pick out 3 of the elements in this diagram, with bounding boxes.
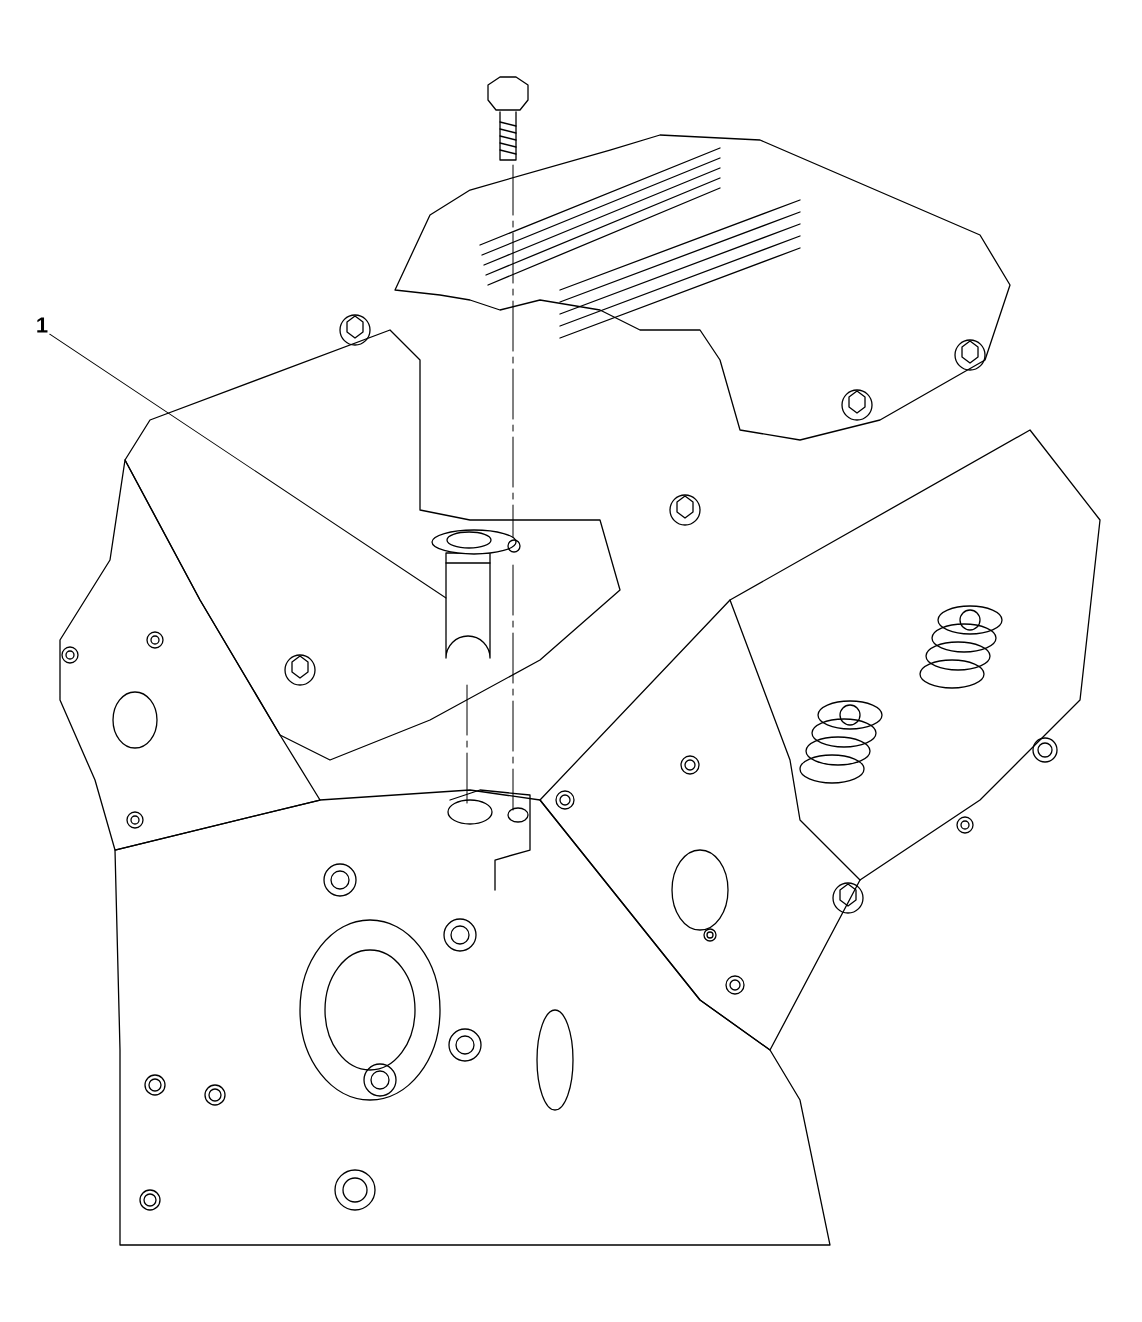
leader-line (49, 333, 447, 599)
callout-number: 1 (37, 317, 48, 333)
sensor-drawing (431, 529, 521, 659)
